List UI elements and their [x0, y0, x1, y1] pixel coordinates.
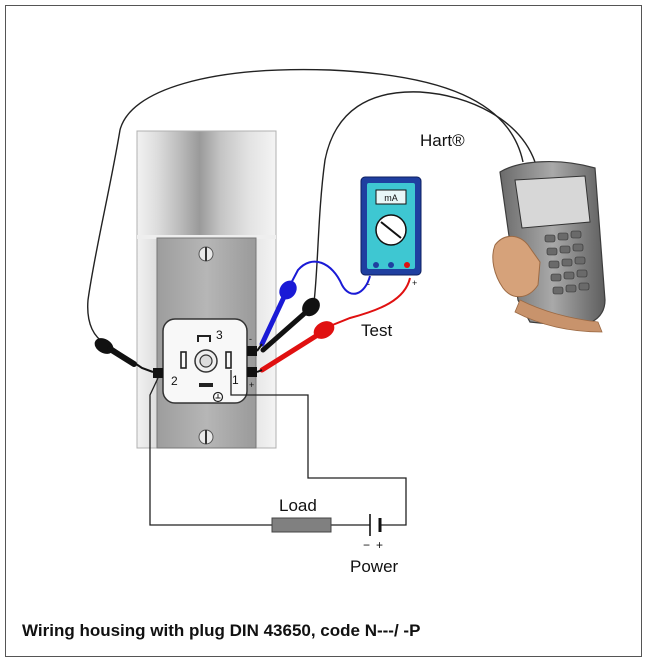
hart-wire-long: [87, 68, 524, 344]
blue-wire: [287, 260, 371, 295]
meter-minus-label: -: [367, 279, 370, 289]
meter-display: [375, 189, 407, 205]
hart-keypad: [544, 230, 590, 295]
hart-screen: [514, 175, 591, 229]
red-clip: [256, 321, 335, 373]
terminal-3-label: 3: [216, 328, 223, 342]
hart-wire-short: [313, 91, 536, 303]
left-black-clip: [94, 338, 154, 373]
blue-clip: [256, 280, 297, 352]
meter-jack-plus: [404, 262, 410, 268]
terminal-plus-connector: [247, 367, 257, 377]
hand-icon: [492, 235, 541, 298]
screw-top-icon: [198, 246, 214, 262]
test-label: Test: [361, 321, 392, 340]
meter-jack-com: [388, 262, 394, 268]
figure-caption: Wiring housing with plug DIN 43650, code…: [22, 621, 421, 640]
terminal-minus-connector: [247, 346, 257, 356]
terminal-1-label: 1: [232, 373, 239, 387]
load-label: Load: [279, 496, 317, 515]
meter-plus-label: +: [412, 278, 417, 288]
power-source-icon: [369, 514, 382, 536]
terminal-2-connector: [153, 368, 163, 378]
power-plus-label: +: [376, 538, 383, 552]
terminal-1-slot: [225, 351, 232, 369]
hart-label: Hart®: [420, 131, 465, 150]
load-resistor: [271, 517, 332, 533]
power-circuit: [149, 370, 407, 526]
screw-bottom-icon: [198, 429, 214, 445]
terminal-2-label: 2: [171, 374, 178, 388]
terminal-minus-label: -: [249, 334, 252, 344]
terminal-plus-label: +: [249, 380, 254, 390]
red-wire: [329, 277, 411, 327]
terminal-2-slot: [180, 351, 187, 369]
power-label: Power: [350, 557, 399, 576]
center-connector-icon: [194, 349, 218, 373]
power-minus-label: −: [363, 538, 370, 552]
sensor-housing: 3 2 1 - +: [136, 130, 277, 449]
terminal-3-slot: [197, 335, 211, 342]
multimeter: mA - +: [360, 176, 422, 289]
ground-icon: [212, 391, 224, 403]
meter-dial-icon: [375, 214, 407, 246]
meter-jack-minus: [373, 262, 379, 268]
hart-communicator: [492, 161, 606, 333]
black-clip: [260, 297, 320, 353]
ground-bar: [199, 383, 213, 387]
meter-unit-label: mA: [384, 193, 398, 203]
